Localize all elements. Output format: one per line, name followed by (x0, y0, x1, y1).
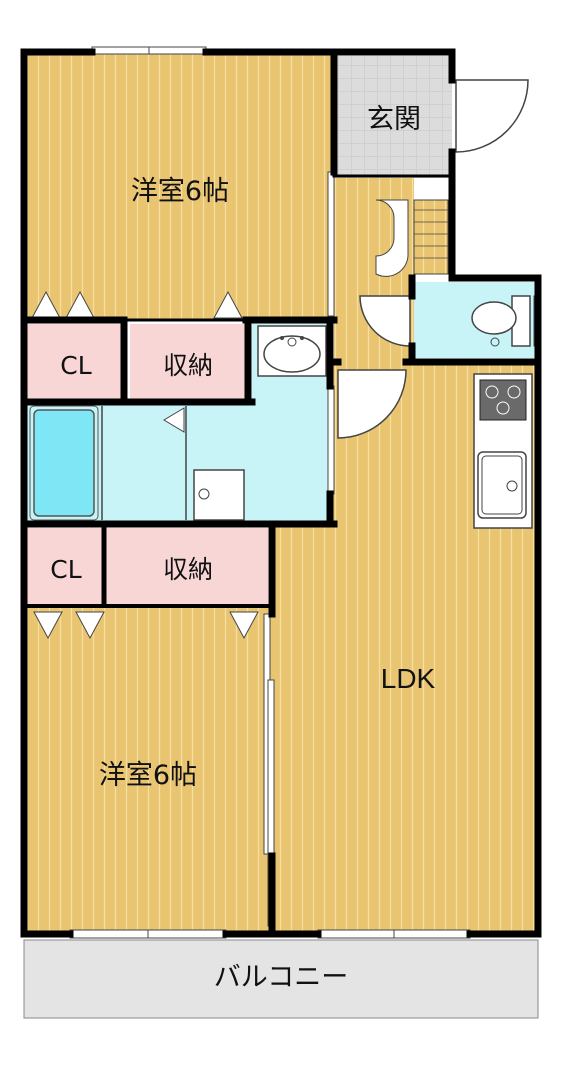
closet-top-floor (24, 324, 124, 400)
kitchen-sink (477, 451, 527, 519)
label-balcony: バルコニー (214, 962, 348, 993)
label-storage-top: 収納 (163, 351, 213, 380)
bathtub (33, 409, 95, 517)
sliding-door-top-room (327, 171, 335, 317)
western-room-bottom-floor (24, 608, 272, 934)
stove (479, 379, 527, 421)
bathtub-rim (29, 405, 99, 521)
label-closet-bottom: CL (50, 555, 81, 584)
ldk-door (337, 369, 407, 439)
bath-door-swing (163, 407, 185, 433)
western-room-top-floor (24, 52, 334, 320)
closet-door-triangles-bottom (33, 611, 259, 640)
label-ldk: LDK (381, 663, 436, 694)
storage-bottom-floor (106, 528, 268, 604)
washing-machine-pan (193, 469, 245, 521)
label-western-room-bottom: 洋室6帖 (99, 760, 197, 791)
walls (20, 48, 542, 938)
label-western-room-top: 洋室6帖 (131, 176, 229, 207)
closet-bottom-floor (24, 528, 104, 604)
closet-door-triangles-top (31, 290, 243, 319)
storage-top-floor (130, 324, 246, 400)
wash-basin (257, 325, 327, 377)
shoe-cabinet (413, 199, 449, 275)
label-closet-top: CL (60, 351, 91, 380)
entrance-floor (334, 56, 452, 178)
entrance-door (455, 79, 529, 153)
label-entrance: 玄関 (367, 104, 421, 135)
toilet-bowl (471, 301, 517, 335)
sliding-door-washroom (327, 385, 335, 495)
balcony-floor (23, 939, 539, 1019)
label-storage-bottom: 収納 (163, 555, 213, 584)
toilet-door (359, 295, 411, 347)
